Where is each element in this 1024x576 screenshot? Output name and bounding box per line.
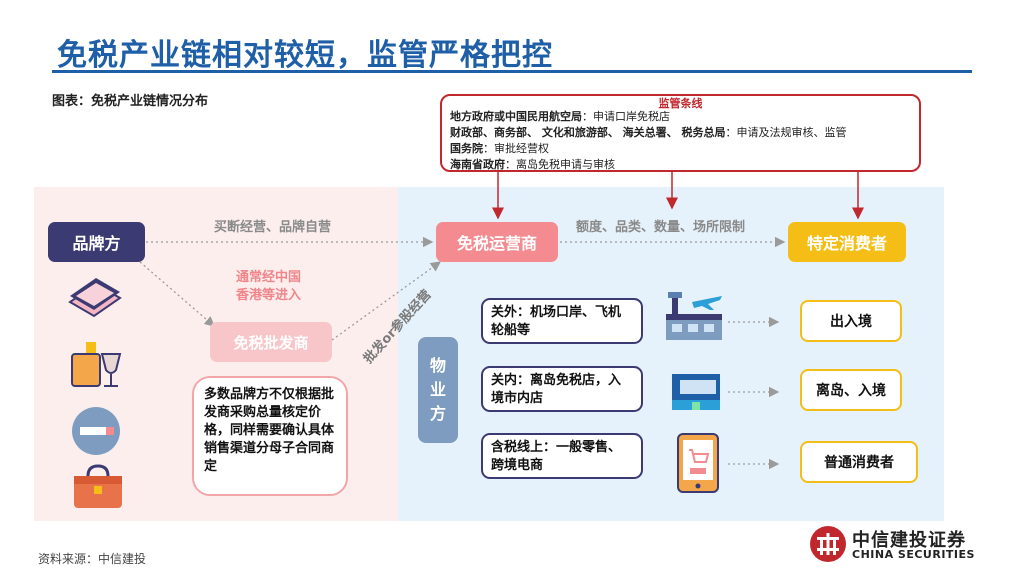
regulation-line: 财政部、商务部、 文化和旅游部、 海关总署、 税务总局：申请及法规审核、监管 — [450, 125, 911, 141]
handbag-icon — [74, 464, 122, 508]
channel-box: 关外：机场口岸、飞机轮船等 — [481, 298, 643, 344]
via-hk-label-1: 通常经中国 — [236, 270, 302, 285]
page-title: 免税产业链相对较短，监管严格把控 — [57, 38, 553, 73]
regulator-name: 财政部、商务部、 文化和旅游部、 海关总署、 税务总局 — [450, 126, 726, 139]
regulator-name: 地方政府或中国民用航空局 — [450, 110, 582, 123]
wholesaler-node: 免税批发商 — [210, 322, 332, 362]
property-char: 业 — [429, 380, 446, 399]
regulator-duty: ：申请口岸免税店 — [582, 110, 670, 123]
company-logo-icon — [810, 526, 846, 562]
brand-node: 品牌方 — [48, 222, 145, 262]
company-name-en: CHINA SECURITIES — [852, 548, 975, 561]
cigarette-icon — [72, 407, 120, 455]
destination-box: 普通消费者 — [800, 441, 918, 483]
company-name-cn: 中信建投证券 — [852, 530, 966, 551]
regulation-line: 国务院：审批经营权 — [450, 141, 911, 157]
channel-box: 关内：离岛免税店，入境市内店 — [481, 366, 643, 412]
source-note: 资料来源：中信建投 — [38, 552, 147, 566]
via-hk-label-2: 香港等进入 — [236, 288, 302, 303]
airport-icon — [666, 292, 722, 340]
duty-free-operator-node: 免税运营商 — [436, 222, 558, 262]
destination-box: 出入境 — [800, 300, 902, 342]
regulator-name: 海南省政府 — [450, 158, 505, 171]
regulation-line: 海南省政府：离岛免税申请与审核 — [450, 157, 911, 173]
tablet-shop-icon — [677, 433, 719, 493]
limits-label: 额度、品类、数量、场所限制 — [576, 220, 746, 235]
regulator-duty: ：审批经营权 — [483, 142, 549, 155]
regulation-line: 地方政府或中国民用航空局：申请口岸免税店 — [450, 109, 911, 125]
wine-glass-icon — [71, 342, 122, 387]
mall-icon — [672, 374, 720, 410]
property-owner-node: 物 业 方 — [418, 337, 458, 443]
property-char: 物 — [429, 356, 446, 375]
figure-caption: 图表：免税产业链情况分布 — [52, 94, 209, 109]
regulation-title: 监管条线 — [658, 97, 703, 110]
brand-to-wholesaler-arrow — [139, 261, 215, 327]
wholesaler-to-operator-arrow — [331, 261, 442, 341]
regulator-name: 国务院 — [450, 142, 483, 155]
title-divider — [52, 70, 972, 73]
channel-box: 含税线上：一般零售、跨境电商 — [481, 433, 643, 479]
pricing-note: 多数品牌方不仅根据批发商采购总量核定价格，同样需要确认具体销售渠道分母子合同商定 — [192, 376, 348, 496]
destination-box: 离岛、入境 — [800, 369, 902, 411]
regulation-box: 监管条线 地方政府或中国民用航空局：申请口岸免税店 财政部、商务部、 文化和旅游… — [440, 94, 921, 172]
regulator-duty: ：申请及法规审核、监管 — [725, 126, 847, 139]
property-char: 方 — [429, 404, 446, 423]
special-consumer-node: 特定消费者 — [788, 222, 906, 262]
cosmetics-compact-icon — [68, 278, 122, 318]
regulator-duty: ：离岛免税申请与审核 — [505, 158, 615, 171]
buyout-label: 买断经营、品牌自营 — [214, 220, 332, 235]
